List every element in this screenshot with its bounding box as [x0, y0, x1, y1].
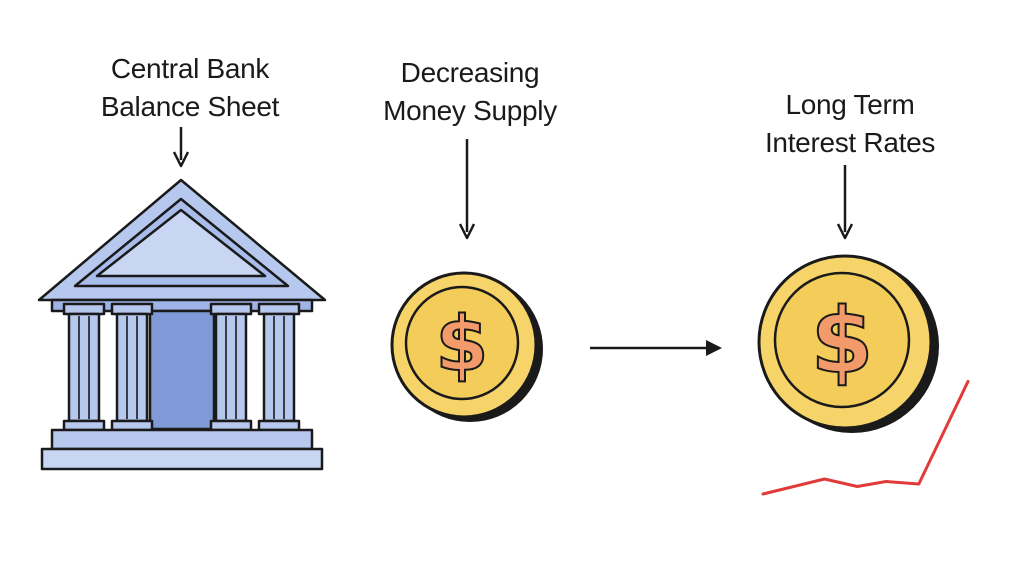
- label-line: Balance Sheet: [100, 91, 280, 122]
- coin-dollar-symbol: $: [811, 289, 874, 394]
- arrow-to-bank: [172, 127, 190, 168]
- decreasing-money-supply-label: Decreasing Money Supply: [340, 54, 600, 130]
- coin-dollar-symbol: $: [436, 299, 489, 388]
- label-line: Money Supply: [383, 95, 557, 126]
- label-line: Central Bank: [110, 53, 270, 84]
- dollar-coin-icon: $: [757, 254, 939, 433]
- arrow-coin-to-coin: [590, 340, 722, 356]
- label-line: Decreasing: [400, 57, 540, 88]
- long-term-interest-rates-label: Long Term Interest Rates: [720, 86, 980, 162]
- label-line: Interest Rates: [764, 127, 936, 158]
- dollar-coin-icon: $: [390, 271, 543, 422]
- label-line: Long Term: [785, 89, 915, 120]
- rising-trend-line-icon: [761, 380, 970, 496]
- arrow-to-left-coin: [458, 139, 476, 240]
- central-bank-balance-sheet-label: Central Bank Balance Sheet: [60, 50, 320, 126]
- bank-building-icon: [37, 178, 327, 471]
- arrow-to-right-coin: [836, 165, 854, 240]
